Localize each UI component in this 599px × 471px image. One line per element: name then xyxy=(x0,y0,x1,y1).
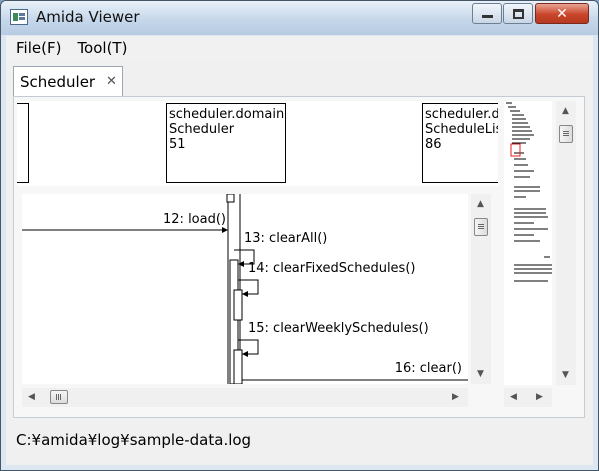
overview-panel[interactable] xyxy=(504,101,552,385)
diagram-horizontal-scrollbar[interactable]: ◀ ▶ xyxy=(22,388,468,407)
lifeline-package: scheduler.domain: xyxy=(169,107,286,122)
scroll-thumb[interactable] xyxy=(474,218,488,236)
message-label-clearfixed: 14: clearFixedSchedules() xyxy=(248,261,415,276)
app-icon xyxy=(10,9,28,25)
diagram-vertical-scrollbar[interactable]: ▲ ▼ xyxy=(471,194,491,384)
scroll-right-icon[interactable]: ▶ xyxy=(452,392,459,402)
message-label-clearweekly: 15: clearWeeklySchedules() xyxy=(248,321,429,336)
activation-bar xyxy=(226,194,235,203)
overview-viewport-marker[interactable] xyxy=(510,143,521,157)
tab-content: scheduler.domain: Scheduler 51 scheduler… xyxy=(13,96,585,418)
self-call-clearall xyxy=(234,249,255,265)
tab-close-icon[interactable]: ✕ xyxy=(106,74,117,89)
status-path: C:¥amida¥log¥sample-data.log xyxy=(16,431,252,449)
lifeline-class: Scheduler xyxy=(169,122,235,137)
tab-label: Scheduler xyxy=(20,73,96,91)
title-bar[interactable]: Amida Viewer ✕ xyxy=(1,1,598,35)
scroll-thumb[interactable] xyxy=(50,390,68,404)
close-button[interactable]: ✕ xyxy=(535,3,589,24)
client-area: Scheduler ✕ scheduler.domain: Scheduler … xyxy=(6,60,593,465)
scroll-left-icon[interactable]: ◀ xyxy=(510,392,517,402)
maximize-button[interactable] xyxy=(503,3,533,24)
activation-bar xyxy=(233,349,243,384)
overview-minimap xyxy=(506,102,552,282)
arrowhead xyxy=(238,261,244,267)
scroll-down-icon[interactable]: ▼ xyxy=(562,370,569,380)
overview-horizontal-scrollbar[interactable]: ◀ ▶ xyxy=(504,388,552,407)
scroll-down-icon[interactable]: ▼ xyxy=(477,369,484,379)
lifeline-box-scheduler[interactable]: scheduler.domain: Scheduler 51 xyxy=(166,103,286,183)
close-icon: ✕ xyxy=(556,5,568,22)
scroll-up-icon[interactable]: ▲ xyxy=(477,199,484,209)
message-label-clear: 16: clear() xyxy=(395,361,462,376)
scroll-thumb[interactable] xyxy=(559,125,573,143)
arrowhead xyxy=(222,227,228,233)
sequence-diagram: 12: load() 13: clearAll() 14: clearFixed… xyxy=(22,194,468,384)
arrowhead xyxy=(242,351,248,357)
arrowhead xyxy=(242,291,248,297)
message-label-load: 12: load() xyxy=(163,212,226,227)
menu-bar: File(F) Tool(T) xyxy=(6,36,593,60)
lifeline-id: 86 xyxy=(425,137,442,152)
minimize-button[interactable] xyxy=(472,3,502,24)
menu-tool[interactable]: Tool(T) xyxy=(77,39,128,57)
tab-scheduler[interactable]: Scheduler ✕ xyxy=(13,66,123,97)
sequence-diagram-panel[interactable]: 12: load() 13: clearAll() 14: clearFixed… xyxy=(22,194,468,384)
window-title: Amida Viewer xyxy=(36,8,140,26)
scroll-up-icon[interactable]: ▲ xyxy=(562,106,569,116)
lifeline-id: 51 xyxy=(169,137,186,152)
self-call-clearfixed xyxy=(238,279,259,295)
maximize-icon xyxy=(512,8,524,19)
lifeline-box[interactable] xyxy=(17,103,29,183)
lifeline-class: ScheduleList xyxy=(425,122,498,137)
lifeline-box-schedulelist[interactable]: scheduler.domain: ScheduleList 86 xyxy=(422,103,498,183)
overview-lines xyxy=(506,102,552,282)
scroll-right-icon[interactable]: ▶ xyxy=(536,392,543,402)
lifeline-package: scheduler.domain: xyxy=(425,107,498,122)
activation-bar xyxy=(229,259,239,384)
scroll-left-icon[interactable]: ◀ xyxy=(28,392,35,402)
self-call-clearweekly xyxy=(238,339,259,355)
overview-vertical-scrollbar[interactable]: ▲ ▼ xyxy=(556,101,576,385)
activation-bar xyxy=(233,289,243,321)
menu-file[interactable]: File(F) xyxy=(16,39,62,57)
message-label-clearall: 13: clearAll() xyxy=(244,231,327,246)
lifeline-header-panel: scheduler.domain: Scheduler 51 scheduler… xyxy=(17,101,498,186)
minimize-icon xyxy=(481,15,493,18)
